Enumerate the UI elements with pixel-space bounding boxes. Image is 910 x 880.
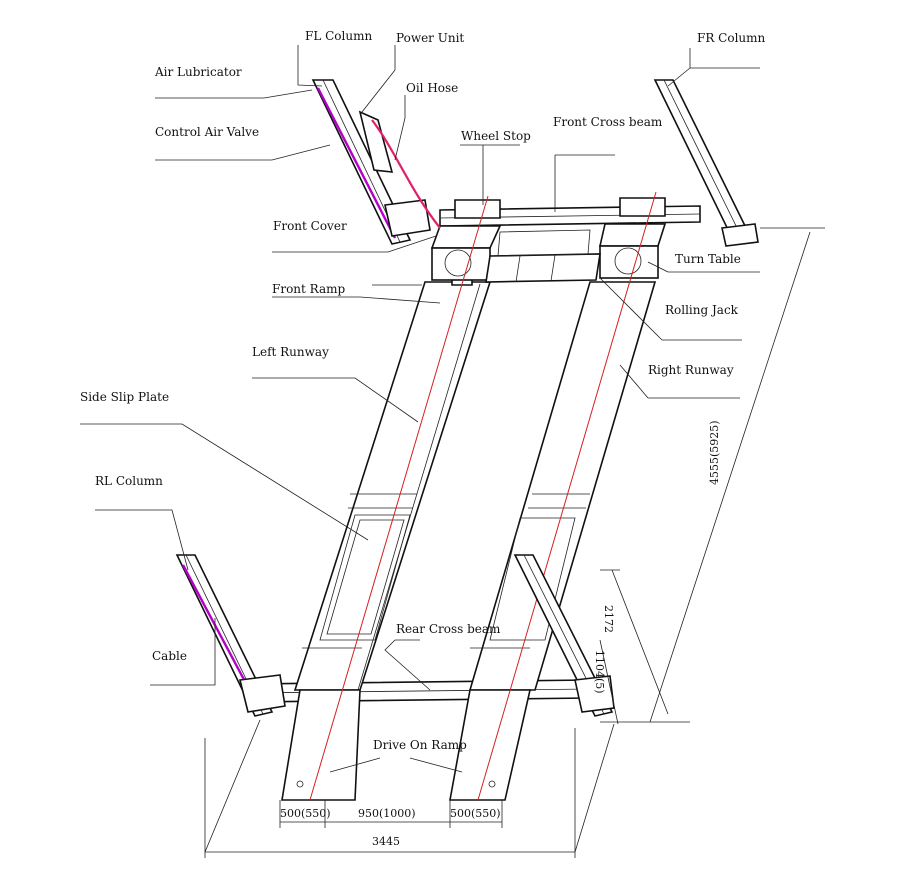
label-front-ramp: Front Ramp [272,282,345,296]
wheel-stop-left [454,199,501,219]
dim-rear-offset: 2172 [602,605,615,633]
label-cable: Cable [152,649,187,663]
turn-table-right [599,245,659,279]
label-drive-on-ramp: Drive On Ramp [373,738,467,752]
oil-hose [371,119,441,229]
label-wheel-stop: Wheel Stop [461,129,531,143]
dim-length: 4555(5925) [708,420,721,485]
front-assembly [430,197,667,283]
drive-on-ramps [281,647,532,801]
label-turn-table: Turn Table [675,252,741,266]
label-left-runway: Left Runway [252,345,329,359]
label-front-cover: Front Cover [273,219,347,233]
dimension-lines [204,227,825,858]
label-oil-hose: Oil Hose [406,81,458,95]
labels: FL Column Power Unit FR Column Air Lubri… [80,29,766,848]
fl-column [311,79,431,245]
label-right-runway: Right Runway [648,363,734,377]
centerlines [309,191,657,801]
label-power-unit: Power Unit [396,31,464,45]
power-unit [358,110,394,173]
label-fl-column: FL Column [305,29,372,43]
rolling-jack [485,253,601,283]
dim-total-width: 3445 [372,835,400,848]
label-fr-column: FR Column [697,31,766,45]
rr-column [513,554,615,717]
right-runway [468,281,657,691]
dim-ramp-right-width: 500(550) [450,807,501,820]
wheel-stop-right [619,197,666,217]
label-rl-column: RL Column [95,474,163,488]
front-cover-right [598,223,667,247]
label-control-air-valve: Control Air Valve [155,125,259,139]
dim-ramp-gap: 950(1000) [358,807,416,820]
front-cover-left [430,225,502,249]
label-rear-cross-beam: Rear Cross beam [396,622,501,636]
label-front-cross-beam: Front Cross beam [553,115,663,129]
rl-column [175,554,286,717]
label-air-lubricator: Air Lubricator [154,65,242,79]
turn-table-left [431,247,491,281]
label-side-slip-plate: Side Slip Plate [80,390,169,404]
leader-lines [80,45,760,773]
dim-rear-depth: 1104(5) [593,650,606,694]
label-rolling-jack: Rolling Jack [665,303,739,317]
dim-ramp-left-width: 500(550) [280,807,331,820]
fr-column [653,79,759,247]
